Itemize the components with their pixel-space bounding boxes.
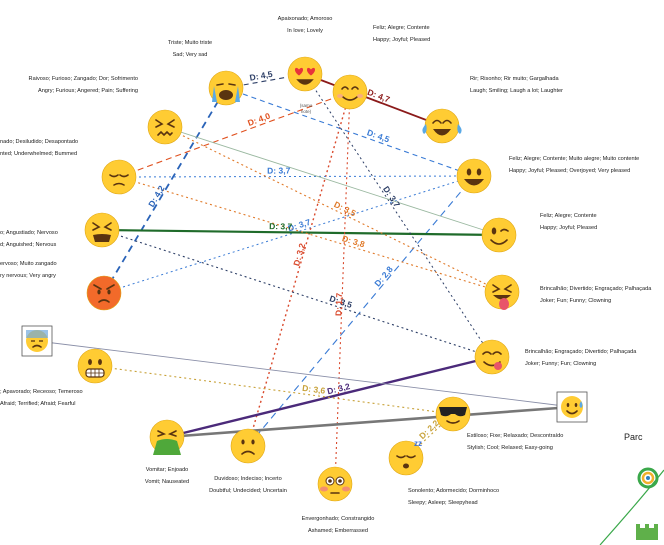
- emotion-label-en: ry nervous; Very angry: [0, 273, 56, 279]
- savoring-food-face-icon: [474, 339, 510, 375]
- grimacing-face-icon: [77, 348, 113, 384]
- pinwheel-logo-icon: [637, 467, 659, 489]
- tears-of-joy-face-icon: [422, 108, 462, 144]
- emotion-label-en: Sleepy; Asleep; Sleepyhead: [408, 500, 478, 506]
- distance-line: [334, 91, 351, 485]
- emotion-label-en: Happy; Joyful; Pleased: [373, 37, 430, 43]
- pouting-face-icon: [86, 275, 122, 311]
- distance-label: D: 3,7: [267, 166, 290, 176]
- downcast-sweat-face-icon: [21, 325, 53, 357]
- distance-label: D: 4,5: [249, 69, 274, 83]
- emotion-label-pt: Brincalhão; Engraçado; Divertido; Palhaç…: [525, 349, 637, 355]
- emotion-label-pt: Vomitar; Enjoado: [146, 467, 189, 473]
- grinning-face-icon: [456, 158, 492, 194]
- emotion-label-en: Afraid; Terrified; Afraid; Fearful: [0, 401, 75, 407]
- emotion-label-en: Angry; Furious; Angered; Pain; Suffering: [38, 88, 138, 94]
- emotion-label-en: Joker; Fun; Funny; Clowning: [540, 298, 611, 304]
- squinting-tongue-face-icon: [484, 274, 520, 310]
- sweat-smile-face-icon: [556, 391, 588, 423]
- distance-line: [247, 175, 475, 447]
- emotion-label-pt: ; Apavorado; Receoso; Temeroso: [0, 389, 83, 395]
- distance-line: [103, 87, 227, 294]
- distance-label: D: 1,7: [333, 292, 344, 316]
- emotion-label-pt: Raivoso; Furioso; Zangado; Dor; Sofrimen…: [29, 76, 138, 82]
- emotion-label-pt: Feliz; Alegre; Contente; Muito alegre; M…: [509, 156, 639, 162]
- distance-label: D: 2,8: [372, 264, 395, 288]
- emotion-label-pt: Apaixonado; Amoroso: [278, 16, 333, 22]
- sunglasses-face-icon: [435, 396, 471, 432]
- partner-text: Parc: [624, 432, 643, 442]
- emotion-label-pt: nado; Desiludido; Desapontado: [0, 139, 78, 145]
- distance-label: D: 4,0: [246, 111, 271, 128]
- distance-line: [304, 73, 493, 358]
- emotion-label-pt: Rir; Risonho; Rir muito; Gargalhada: [470, 76, 559, 82]
- distance-label: D: 3,6: [302, 383, 327, 396]
- distance-line: [247, 91, 351, 447]
- emotion-label-en: Joker; Funny; Fun; Clowning: [525, 361, 596, 367]
- distance-label: D: 3,7: [269, 221, 293, 231]
- distance-label: D: 4,2: [146, 183, 167, 208]
- distance-line: [101, 228, 500, 237]
- distance-line: [118, 175, 475, 178]
- emoji-nodes: zz: [21, 56, 588, 502]
- partner-castle-icon: [636, 524, 658, 540]
- small-note: note): [301, 109, 312, 114]
- partner-wave: [599, 469, 664, 545]
- distance-line: [94, 365, 454, 415]
- smiling-face-icon: [332, 74, 368, 110]
- emotion-label-pt: Sonolento; Adormecido; Dorminhoco: [408, 488, 499, 494]
- distance-label: D: 3,7: [381, 184, 402, 209]
- emotion-label-pt: Duvidoso; Indeciso; Incerto: [214, 476, 281, 482]
- svg-text:zz: zz: [414, 439, 422, 448]
- confounded-face-icon: [147, 109, 183, 145]
- emotion-label-en: Sad; Very sad: [173, 52, 208, 58]
- emotion-label-en: Laugh; Smiling; Laugh a lot; Laughter: [470, 88, 563, 94]
- distance-line: [225, 87, 475, 177]
- flushed-face-icon: [317, 466, 353, 502]
- emotion-label-en: Happy; Joyful; Pleased: [540, 225, 597, 231]
- emotion-label-en: Stylish; Cool; Relaxed; Easy-going: [467, 445, 553, 451]
- heart-eyes-face-icon: [287, 56, 323, 92]
- partner-corner: Parc: [599, 432, 664, 545]
- emotion-label-en: Doubtful; Undecided; Uncertain: [209, 488, 287, 494]
- emotion-label-pt: Triste; Muito triste: [168, 40, 212, 46]
- sleeping-face-icon: zz: [388, 439, 424, 476]
- small-note: (samo: [300, 103, 313, 108]
- distance-label: D: 3,8: [341, 233, 366, 249]
- emotion-label-en: Ashamed; Emberrassed: [308, 528, 368, 534]
- distance-line: [101, 229, 493, 358]
- emotion-label-pt: Feliz; Alegre; Contente: [540, 213, 597, 219]
- emotion-label-pt: Feliz; Alegre; Contente: [373, 25, 430, 31]
- emotion-label-pt: Estiloso; Fixe; Relaxado; Descontraído: [467, 433, 563, 439]
- distance-label: D: 4,5: [366, 127, 391, 144]
- emotion-label-pt: o; Angustiado; Nervoso: [0, 230, 58, 236]
- pensive-face-icon: [101, 159, 137, 195]
- connector-line: [164, 126, 500, 236]
- emotion-label-pt: ervoso; Muito zangado: [0, 261, 57, 267]
- emotion-label-en: Happy; Joyful; Pleased; Overjoyed; Very …: [509, 168, 630, 174]
- loudly-crying-face-icon: [208, 70, 244, 106]
- emotion-label-en: In love; Lovely: [287, 28, 323, 34]
- winking-face-icon: [481, 217, 517, 253]
- distance-line: [118, 91, 351, 178]
- emotion-label-pt: Brincalhão; Divertido; Engraçado; Palhaç…: [540, 286, 652, 292]
- emotion-label-pt: Envergonhado; Constrangido: [302, 516, 375, 522]
- vomiting-face-icon: [149, 419, 185, 455]
- connector-line: [36, 340, 573, 408]
- tired-face-icon: [84, 212, 120, 248]
- emotion-label-en: Vomit; Nauseated: [145, 479, 189, 485]
- distance-line: [304, 73, 443, 127]
- emotion-label-en: d; Anguished; Nervous: [0, 242, 56, 248]
- emotion-label-en: nted; Underwhelmed; Bummed: [0, 151, 77, 157]
- connector-line: [166, 405, 573, 439]
- confused-face-icon: [230, 428, 266, 464]
- distance-line: [118, 176, 503, 293]
- distance-label: D: 3,2: [291, 242, 307, 267]
